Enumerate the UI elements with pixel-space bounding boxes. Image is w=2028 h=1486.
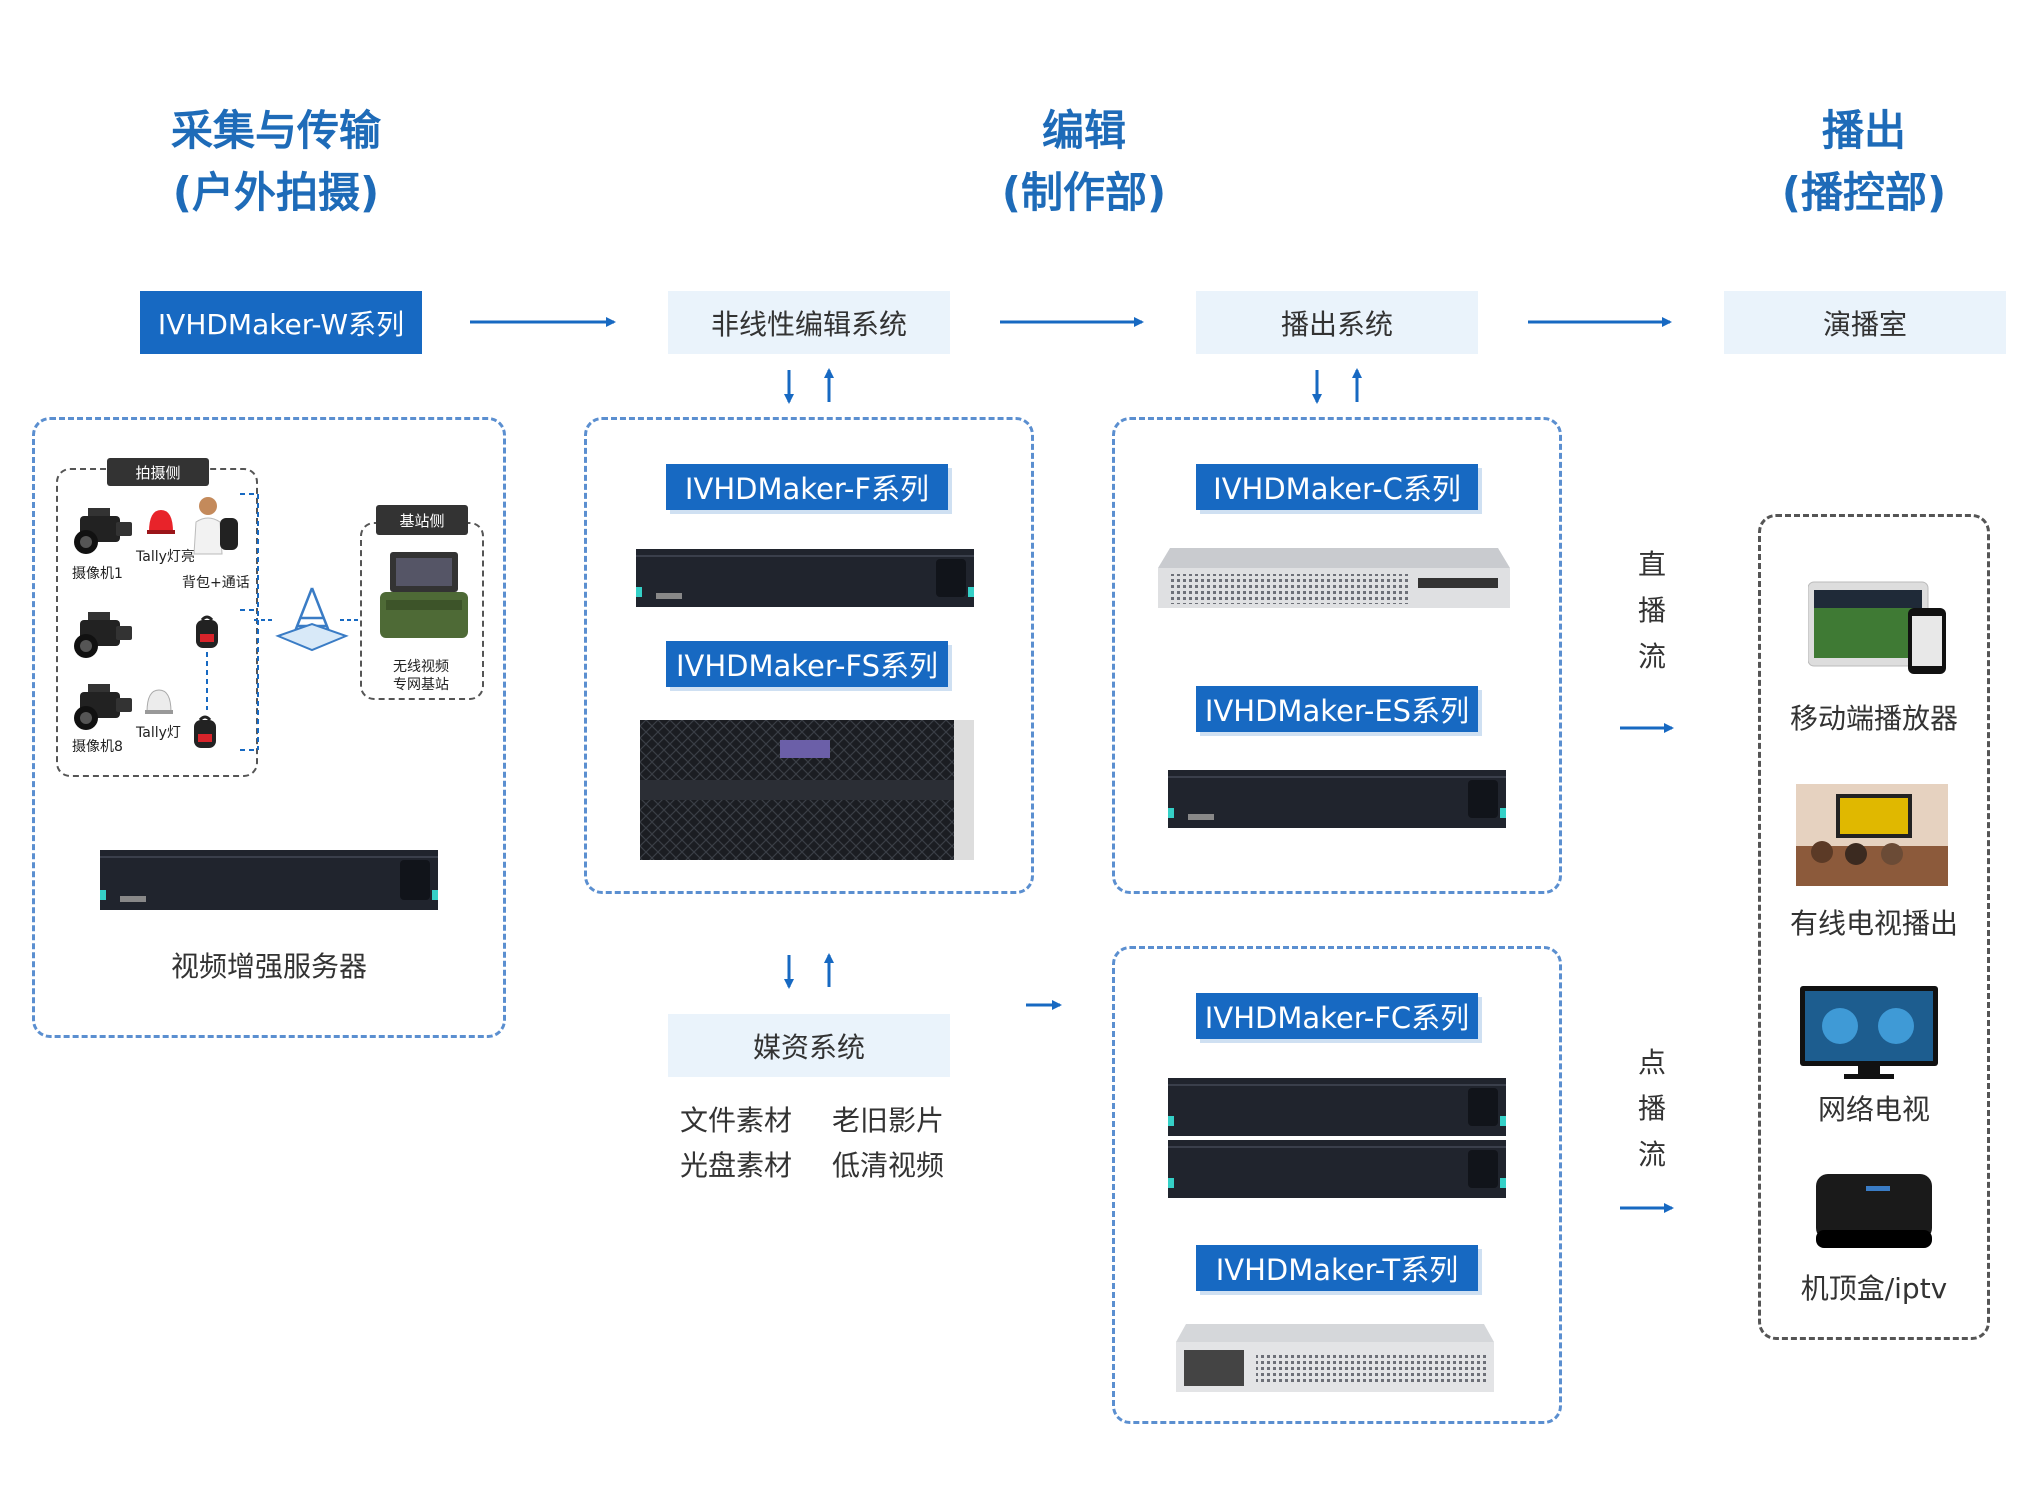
cable-tv-caption: 有线电视播出 bbox=[1789, 907, 1958, 940]
backpack-2-icon bbox=[194, 715, 216, 748]
camera-1-label: 摄像机1 bbox=[72, 566, 123, 582]
es-series-tag: IVHDMaker-ES系列 bbox=[1196, 686, 1478, 732]
backpack-label: 背包+通话 bbox=[182, 575, 250, 591]
fs-series-server-image bbox=[640, 720, 974, 860]
stage-capture-subtitle: (户外拍摄) bbox=[172, 168, 380, 217]
stage-edit-title-text: 编辑 bbox=[1041, 106, 1126, 155]
stage-edit-title: 编辑 (制作部) bbox=[884, 100, 1284, 224]
f-series-server-image bbox=[636, 549, 974, 607]
set-top-box-icon bbox=[1816, 1174, 1932, 1248]
capture-group bbox=[32, 417, 506, 1038]
f-series-tag: IVHDMaker-F系列 bbox=[666, 464, 948, 510]
tally-light-label: Tally灯 bbox=[136, 725, 181, 741]
media-item-4: 低清视频 bbox=[832, 1149, 945, 1182]
studio-box: 演播室 bbox=[1724, 291, 2006, 354]
camera-8-icon bbox=[74, 684, 132, 730]
shoot-side-tag: 拍摄侧 bbox=[107, 458, 209, 486]
edit-group bbox=[584, 417, 1034, 894]
vod-stream-label: 点 播 流 bbox=[1632, 1040, 1672, 1178]
fc-series-server-image bbox=[1168, 1078, 1506, 1198]
fc-series-tag: IVHDMaker-FC系列 bbox=[1196, 993, 1478, 1039]
playout-system-box: 播出系统 bbox=[1196, 291, 1478, 354]
outputs-group bbox=[1758, 514, 1990, 1340]
c-series-server-image bbox=[1158, 548, 1510, 608]
base-station-case-icon bbox=[380, 552, 468, 638]
cable-tv-icon bbox=[1796, 784, 1948, 886]
mobile-player-icon bbox=[1808, 581, 1946, 674]
tally-light-on-label: Tally灯亮 bbox=[136, 549, 195, 565]
enhancement-server-caption: 视频增强服务器 bbox=[170, 950, 367, 983]
mobile-player-caption: 移动端播放器 bbox=[1789, 702, 1958, 735]
stage-playout-title-text: 播出 bbox=[1821, 106, 1906, 155]
w-series-box: IVHDMaker-W系列 bbox=[140, 291, 422, 354]
vod-char-2: 播 bbox=[1637, 1092, 1666, 1125]
es-series-server-image bbox=[1168, 770, 1506, 828]
live-char-1: 直 bbox=[1637, 548, 1666, 581]
media-system-box: 媒资系统 bbox=[668, 1014, 950, 1077]
tally-light-on-icon bbox=[147, 510, 175, 534]
base-station-line1: 无线视频 bbox=[393, 659, 449, 675]
wireless-tower-icon bbox=[275, 587, 349, 652]
playout-live-group bbox=[1112, 417, 1562, 894]
edit-system-box: 非线性编辑系统 bbox=[668, 291, 950, 354]
live-stream-label: 直 播 流 bbox=[1632, 542, 1672, 680]
fs-series-tag: IVHDMaker-FS系列 bbox=[666, 641, 948, 687]
live-char-3: 流 bbox=[1637, 640, 1666, 673]
camera-2-icon bbox=[74, 612, 132, 658]
media-item-3: 光盘素材 bbox=[680, 1149, 793, 1182]
vod-char-1: 点 bbox=[1637, 1046, 1666, 1079]
network-tv-caption: 网络电视 bbox=[1817, 1093, 1930, 1126]
camera-1-icon bbox=[74, 508, 132, 554]
wireless-links bbox=[254, 619, 360, 621]
backpack-1-icon bbox=[196, 615, 218, 648]
person-backpack-icon bbox=[193, 497, 238, 555]
shoot-side-links bbox=[206, 493, 259, 751]
stage-playout-title: 播出 (播控部) bbox=[1664, 100, 2028, 224]
playout-vod-group bbox=[1112, 946, 1562, 1424]
camera-8-label: 摄像机8 bbox=[72, 739, 123, 755]
c-series-tag: IVHDMaker-C系列 bbox=[1196, 464, 1478, 510]
vod-char-3: 流 bbox=[1637, 1138, 1666, 1171]
t-series-server-image bbox=[1176, 1324, 1494, 1392]
tally-light-icon bbox=[145, 689, 173, 714]
set-top-box-caption: 机顶盒/iptv bbox=[1800, 1272, 1948, 1305]
stage-edit-subtitle: (制作部) bbox=[1001, 168, 1167, 217]
network-tv-icon bbox=[1800, 986, 1938, 1079]
stage-capture-title-text: 采集与传输 bbox=[170, 106, 381, 155]
base-station-line2: 专网基站 bbox=[393, 677, 449, 693]
base-side-tag: 基站侧 bbox=[376, 505, 468, 535]
stage-playout-subtitle: (播控部) bbox=[1781, 168, 1947, 217]
media-item-2: 老旧影片 bbox=[832, 1104, 945, 1137]
media-item-1: 文件素材 bbox=[680, 1104, 793, 1137]
live-char-2: 播 bbox=[1637, 594, 1666, 627]
stage-capture-title: 采集与传输 (户外拍摄) bbox=[76, 100, 476, 224]
t-series-tag: IVHDMaker-T系列 bbox=[1196, 1245, 1478, 1291]
enhancement-server-image bbox=[100, 850, 438, 910]
